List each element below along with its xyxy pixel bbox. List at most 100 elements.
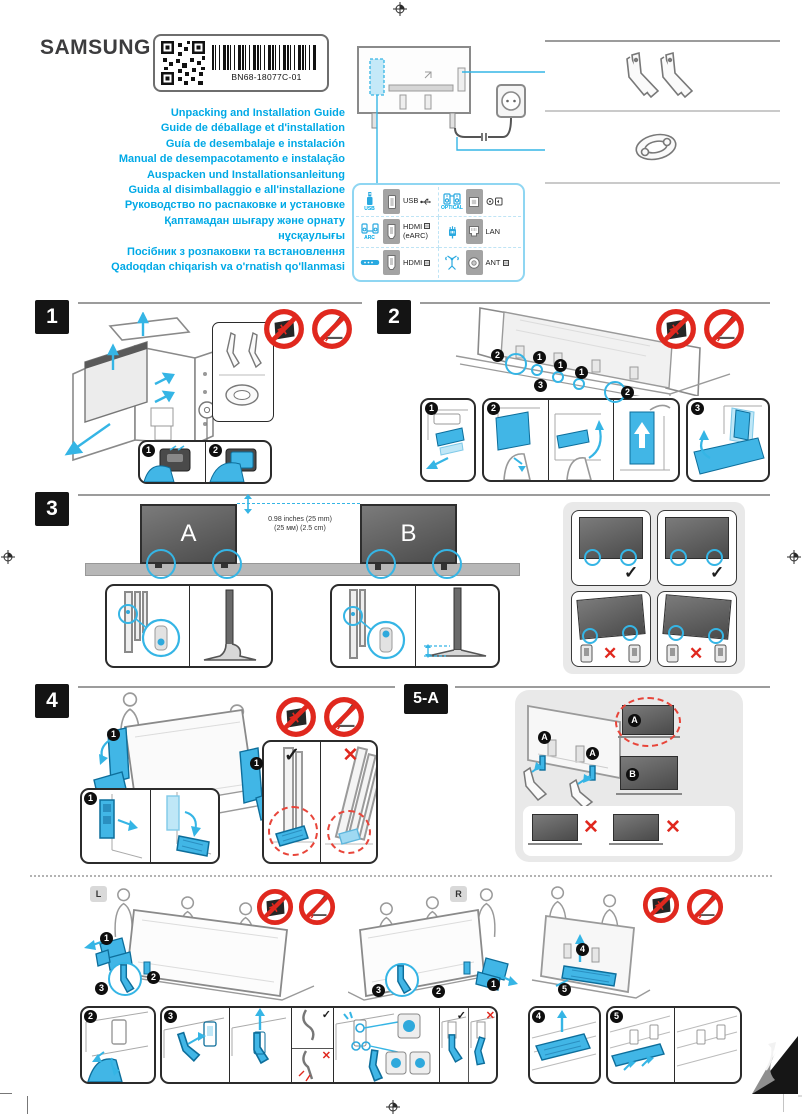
title-es: Guía de desembalaje e instalación: [165, 137, 345, 150]
step-badge-1: 1: [84, 792, 97, 805]
no-lay-flat-icon: [703, 308, 745, 350]
cable-holder-accessory: [635, 133, 677, 161]
base-line: [528, 843, 582, 845]
label-box-icon: [424, 259, 431, 266]
foam-remove-illustration: [531, 886, 651, 999]
ant-port: [465, 250, 483, 276]
ant-label: ANT: [486, 258, 509, 268]
step-badge-2: 2: [432, 985, 445, 998]
step-badge-2: 2: [84, 1010, 97, 1023]
section-1-rule: [78, 302, 362, 304]
section-4-number: 4: [35, 684, 69, 718]
leg-thumb: [714, 644, 727, 663]
tab-highlight: [552, 371, 564, 383]
tv-thumb: [532, 814, 578, 841]
foot-highlight: [146, 549, 176, 579]
step-badge-1: 1: [250, 757, 263, 770]
section-5a-number: 5-A: [404, 684, 448, 714]
foot-highlight: [432, 549, 462, 579]
stand-a-profile: [190, 586, 272, 666]
strip-step-b: [675, 1008, 741, 1082]
tv-rear-diagram: [357, 46, 545, 188]
qr-code: [161, 41, 205, 85]
foam-step-2c: [614, 400, 678, 480]
connector-hdmi-earc: ARC HDMI (eARC): [356, 217, 439, 248]
connector-lan: LAN: [438, 217, 521, 248]
accessory-callout-panel: [212, 322, 274, 422]
foot-highlight: [706, 549, 723, 566]
tv-a-badge: A: [628, 714, 641, 727]
tv-a-badge: A: [586, 747, 599, 760]
title-de: Auspacken und Installationsanleitung: [146, 168, 345, 181]
title-it: Guida al disimballaggio e all'installazi…: [128, 184, 345, 197]
title-kk: Қаптамадан шығару және орнату нұсқаулығы: [164, 214, 345, 243]
right-side-badge: R: [450, 886, 467, 902]
left-side-badge: L: [90, 886, 107, 902]
step-badge-1: 1: [575, 366, 588, 379]
connector-usb: USB USB: [356, 187, 439, 218]
samsung-logo: SAMSUNG: [40, 36, 151, 59]
stand-b-detail: [332, 586, 416, 666]
section-4-rule: [78, 686, 395, 688]
leg-insert-cell: [162, 1008, 230, 1082]
foot-highlight: [620, 549, 637, 566]
product-label: BN68-18077C-01: [153, 34, 329, 92]
title-fr: Guide de déballage et d'installation: [160, 122, 345, 135]
step-badge-4: 4: [576, 943, 589, 956]
accessories-strip: [545, 40, 780, 184]
barcode: [212, 44, 316, 70]
step-badge-5: 5: [558, 983, 571, 996]
ethernet-plug-icon: [442, 225, 463, 239]
registration-mark-right: [787, 550, 801, 564]
bracket-step-b: [151, 790, 219, 862]
cross-icon: ✕: [665, 817, 681, 838]
hdmi-label: HDMI: [403, 258, 431, 268]
usb-device-icon: USB: [359, 191, 380, 212]
digital-audio-out-icon: [486, 197, 503, 206]
foam-step-panel-2: [482, 398, 680, 482]
cross-icon: ✕: [485, 1010, 495, 1022]
tv-b-base-line: [616, 793, 682, 795]
step-badge-4: 4: [532, 1010, 545, 1023]
section-2-rule: [420, 302, 770, 304]
leg-thumb: [628, 644, 641, 663]
orientation-bad-2: ✕: [657, 591, 737, 667]
orientation-bad-1: ✕: [571, 591, 651, 667]
cross-icon: ✕: [603, 644, 618, 663]
cross-icon: ✕: [689, 644, 704, 663]
check-icon: ✓: [624, 563, 639, 582]
step-badge-2: 2: [621, 386, 634, 399]
hook-ok: ✓: [292, 1008, 333, 1049]
foam-step-2b: [549, 400, 614, 481]
check-icon: ✓: [321, 1009, 331, 1021]
no-box-cutter-icon: [275, 696, 317, 738]
strip-remove-panel-5: [606, 1006, 742, 1084]
step-badge-2: 2: [147, 971, 160, 984]
bracket-step-a: [82, 790, 151, 862]
step-badge-1: 1: [487, 978, 500, 991]
foam-corner-highlight: [505, 353, 527, 375]
stand-b-profile: [416, 586, 499, 666]
unboxing-illustration: [64, 312, 216, 462]
tv-a-badge: A: [538, 731, 551, 744]
step-badge-3: 3: [164, 1010, 177, 1023]
trim-mark: [783, 1088, 784, 1112]
title-uk: Посібник з розпаковки та встановлення: [127, 245, 345, 258]
step-badge-2: 2: [491, 349, 504, 362]
wrong-placement-strip: ✕ ✕: [523, 806, 735, 856]
no-lay-flat-icon: [686, 888, 724, 926]
no-lay-flat-icon: [298, 888, 336, 926]
section-2-number: 2: [377, 300, 411, 334]
leg-highlight-circle: [108, 962, 142, 996]
optical-speakers-icon: OPTICAL: [441, 193, 463, 211]
step-badge-3: 3: [372, 984, 385, 997]
no-blade-icon: [311, 308, 353, 350]
step-badge-1: 1: [554, 359, 567, 372]
section-3-number: 3: [35, 492, 69, 526]
connector-ant: ANT: [439, 248, 522, 278]
latch-steps-inset: [138, 440, 272, 484]
orientation-ok-2: ✓: [657, 510, 737, 586]
strip-step-a: [608, 1008, 675, 1082]
upright-ok: ✓: [264, 742, 321, 862]
